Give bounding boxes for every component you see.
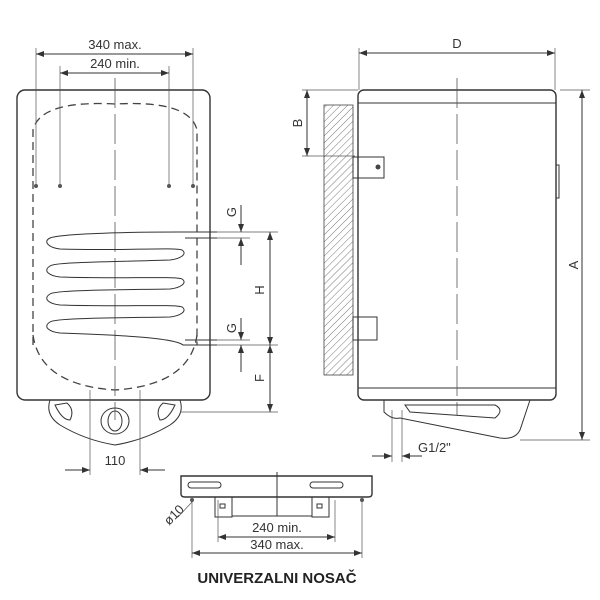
dim-240-min-label: 240 min.: [90, 56, 140, 71]
dim-f-label: F: [252, 374, 267, 382]
cover-slots: [54, 402, 176, 421]
front-view: 340 max. 240 min. 110 G H G F: [16, 37, 278, 475]
mount-hole-icon: [191, 184, 195, 188]
bracket-diameter-label: ø10: [161, 502, 187, 528]
wall-hatch: [323, 104, 354, 376]
mount-hole-icon: [167, 184, 171, 188]
dim-d-label: D: [452, 36, 461, 51]
bracket-view: 240 min. 340 max. ø10 UNIVERZALNI NOSAČ: [161, 472, 373, 587]
dim-g12-label: G1/2": [418, 440, 451, 455]
dim-b-label: B: [290, 119, 305, 128]
wall-bracket-top: [352, 156, 385, 179]
bracket-dim-240-label: 240 min.: [252, 520, 302, 535]
mount-hole-icon: [34, 184, 38, 188]
knob-inner: [107, 410, 123, 432]
bottom-cover: [48, 399, 182, 446]
mount-holes: [35, 48, 194, 186]
dim-g-top-label: G: [224, 207, 239, 217]
dim-340-max-label: 340 max.: [88, 37, 141, 52]
thermostat-knob-icon: [100, 407, 130, 435]
side-view: D A B G1/2": [290, 36, 590, 462]
mount-hole-icon: [58, 184, 62, 188]
dim-g-bottom-label: G: [224, 323, 239, 333]
dim-a-label: A: [566, 260, 581, 269]
wall-bracket-bottom: [352, 316, 378, 341]
dim-h-label: H: [252, 285, 267, 294]
heater-body-front: [16, 89, 211, 401]
bottom-fittings: [383, 399, 531, 439]
coil: [46, 231, 217, 346]
bracket-title: UNIVERZALNI NOSAČ: [197, 569, 356, 587]
dim-110-label: 110: [105, 453, 126, 468]
bracket-dim-340-label: 340 max.: [250, 537, 303, 552]
